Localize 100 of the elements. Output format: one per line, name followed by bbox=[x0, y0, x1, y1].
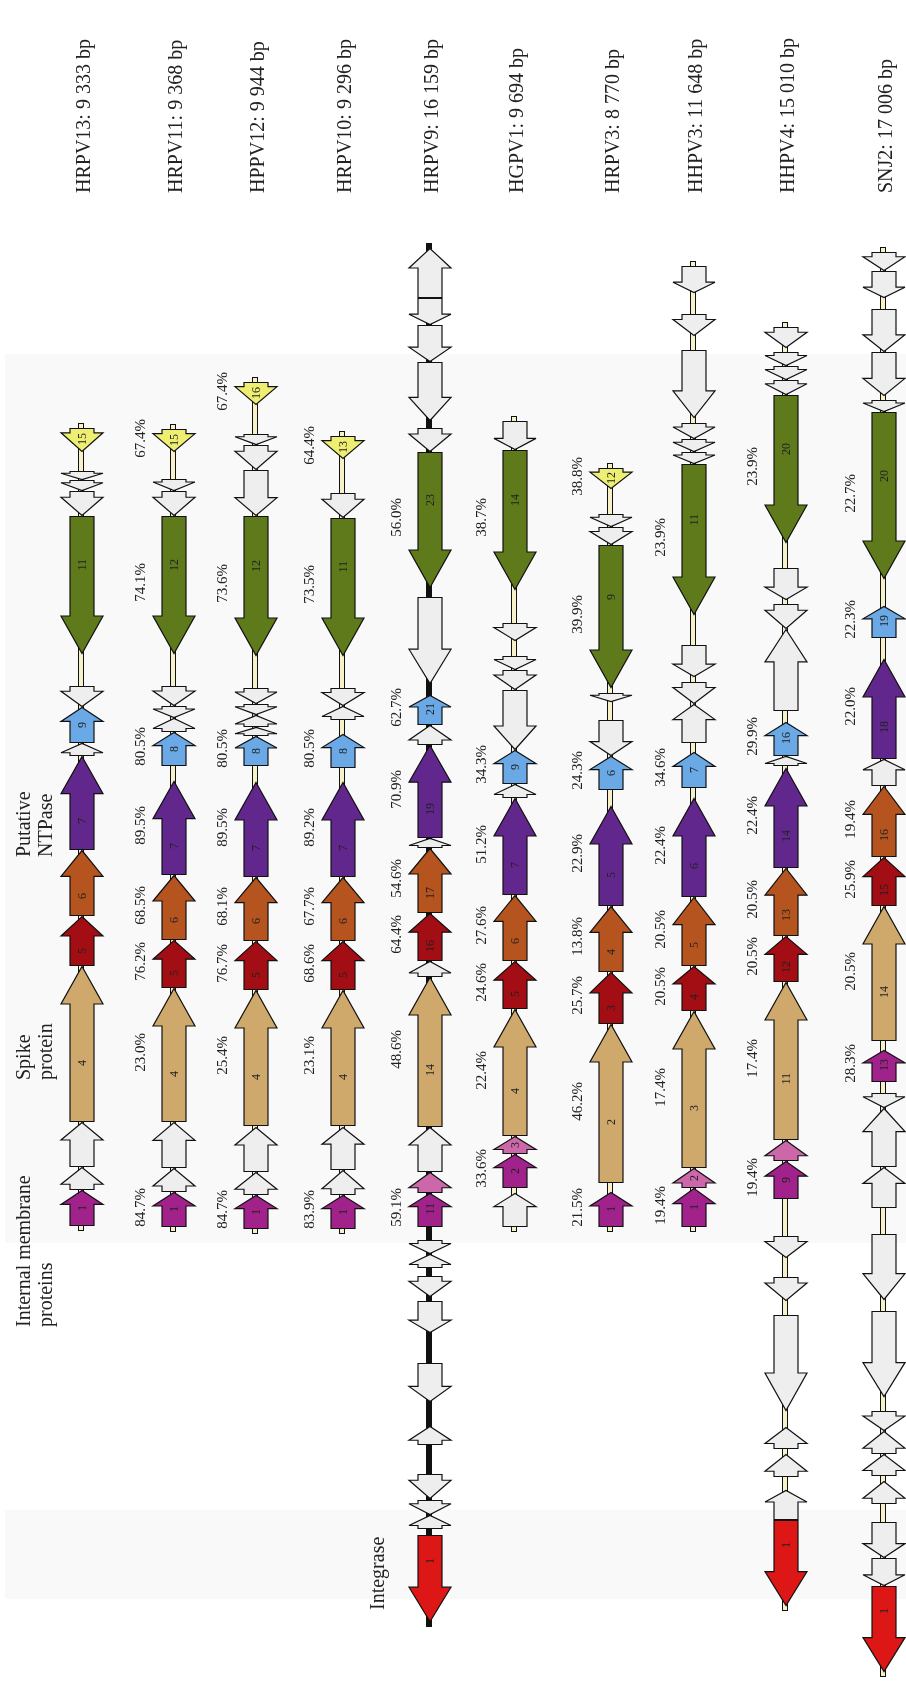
gene-number: 18 bbox=[878, 721, 890, 733]
gene-arrow bbox=[321, 877, 365, 941]
gene-number: 9 bbox=[605, 594, 617, 600]
gene-arrow bbox=[672, 1168, 716, 1188]
gene-number: 16 bbox=[250, 386, 262, 399]
percent-label: 25.4% bbox=[214, 1036, 231, 1075]
gene-arrow bbox=[152, 686, 196, 706]
gene-arrow bbox=[589, 1192, 633, 1227]
gene-arrow bbox=[493, 623, 537, 641]
gene-arrow bbox=[493, 670, 537, 690]
percent-label: 20.5% bbox=[842, 951, 859, 991]
gene-arrow bbox=[234, 715, 278, 727]
percent-label: 38.7% bbox=[473, 498, 490, 537]
gene-arrow bbox=[764, 629, 808, 711]
percent-label: 28.3% bbox=[842, 1044, 859, 1083]
percent-label: 22.0% bbox=[842, 687, 859, 726]
percent-label: 64.4% bbox=[301, 425, 318, 465]
gene-number: 6 bbox=[688, 863, 700, 869]
percent-label: 76.2% bbox=[132, 942, 149, 981]
gene-number: 7 bbox=[509, 862, 521, 868]
percent-label: 76.7% bbox=[214, 943, 231, 983]
percent-label: 68.5% bbox=[132, 885, 149, 925]
gene-arrow bbox=[764, 395, 808, 543]
gene-number: 14 bbox=[424, 1064, 436, 1076]
gene-arrow bbox=[672, 266, 716, 293]
gene-arrow bbox=[60, 686, 104, 707]
percent-label: 24.6% bbox=[473, 963, 490, 1002]
percent-label: 80.5% bbox=[132, 727, 149, 766]
gene-arrow bbox=[234, 704, 278, 715]
gene-number: 3 bbox=[688, 1105, 700, 1111]
gene-arrow bbox=[408, 1172, 452, 1193]
genome-label: HRPV9: 16 159 bp bbox=[420, 38, 442, 193]
gene-arrow bbox=[234, 736, 278, 766]
gene-arrow bbox=[764, 1427, 808, 1449]
gene-number: 6 bbox=[337, 918, 349, 925]
gene-arrow bbox=[60, 743, 104, 756]
gene-arrow bbox=[152, 429, 196, 452]
gene-arrow bbox=[152, 732, 196, 766]
percent-label: 84.7% bbox=[214, 1190, 231, 1229]
gene-number: 3 bbox=[605, 1004, 617, 1011]
gene-arrow bbox=[408, 1240, 452, 1254]
gene-number: 8 bbox=[250, 747, 262, 754]
percent-label: 20.5% bbox=[744, 937, 761, 976]
gene-arrow bbox=[234, 782, 278, 877]
gene-arrow bbox=[672, 798, 716, 897]
gene-arrow bbox=[862, 659, 906, 759]
gene-arrow bbox=[862, 412, 906, 579]
genome-label: HRPV3: 8 770 bp bbox=[601, 48, 623, 193]
percent-label: 34.6% bbox=[652, 748, 669, 787]
gene-number: 11 bbox=[337, 561, 349, 573]
gene-arrow bbox=[862, 1234, 906, 1300]
gene-arrow bbox=[408, 428, 452, 452]
gene-arrow bbox=[408, 1515, 452, 1529]
gene-number: 5 bbox=[688, 941, 700, 948]
gene-arrow bbox=[234, 1195, 278, 1229]
gene-arrow bbox=[764, 1236, 808, 1258]
gene-arrow bbox=[493, 798, 537, 895]
gene-number: 1 bbox=[76, 1204, 88, 1211]
gene-arrow bbox=[862, 857, 906, 906]
gene-arrow bbox=[493, 1136, 537, 1154]
gene-number: 12 bbox=[168, 559, 180, 571]
gene-arrow bbox=[862, 786, 906, 857]
gene-arrow bbox=[764, 756, 808, 766]
percent-label: 70.9% bbox=[388, 769, 405, 809]
gene-arrow bbox=[672, 645, 716, 677]
gene-arrow bbox=[672, 423, 716, 439]
gene-number: 1 bbox=[424, 1557, 436, 1564]
gene-number: 1 bbox=[168, 1206, 180, 1212]
percent-label: 25.9% bbox=[842, 859, 859, 899]
gene-arrow bbox=[321, 493, 365, 518]
gene-number: 2 bbox=[509, 1167, 521, 1174]
gene-arrow bbox=[408, 1426, 452, 1445]
gene-arrow bbox=[408, 325, 452, 362]
gene-arrow bbox=[764, 936, 808, 982]
gene-arrow bbox=[234, 445, 278, 470]
gene-arrow bbox=[408, 1254, 452, 1268]
gene-arrow bbox=[672, 1188, 716, 1227]
gene-arrow bbox=[234, 516, 278, 656]
gene-number: 5 bbox=[168, 970, 180, 977]
gene-number: 14 bbox=[509, 494, 521, 506]
gene-arrow bbox=[408, 745, 452, 838]
percent-label: 19.4% bbox=[744, 1158, 761, 1197]
gene-arrow bbox=[862, 1050, 906, 1082]
gene-number: 9 bbox=[780, 1176, 792, 1183]
gene-number: 15 bbox=[878, 884, 890, 897]
gene-arrow bbox=[862, 1431, 906, 1454]
gene-arrow bbox=[60, 916, 104, 966]
gene-number: 4 bbox=[168, 1070, 180, 1077]
gene-arrow bbox=[672, 966, 716, 1011]
gene-number: 16 bbox=[878, 828, 890, 841]
percent-label: 64.4% bbox=[388, 915, 405, 954]
gene-arrow bbox=[408, 1363, 452, 1402]
gene-arrow bbox=[862, 1093, 906, 1108]
gene-number: 23 bbox=[424, 494, 436, 506]
gene-number: 1 bbox=[250, 1208, 262, 1215]
gene-arrow bbox=[862, 906, 906, 1041]
genome-label: SNJ2: 17 006 bp bbox=[874, 58, 896, 193]
gene-arrow bbox=[408, 1301, 452, 1333]
gene-arrow bbox=[589, 693, 633, 702]
gene-arrow bbox=[234, 941, 278, 990]
